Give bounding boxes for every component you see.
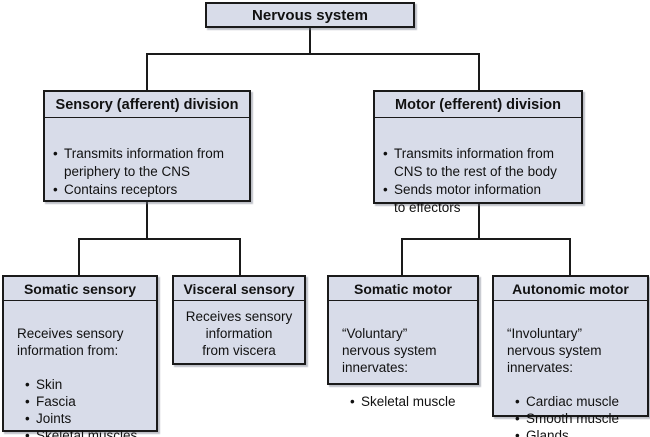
- node-title: Nervous system: [252, 6, 368, 24]
- bullet-item: Transmits information from CNS to the re…: [383, 145, 577, 181]
- connector-root-stub: [309, 28, 311, 53]
- node-intro: “Voluntary” nervous system innervates:: [342, 326, 437, 375]
- node-body: Receives sensory information from: SkinF…: [4, 301, 156, 437]
- bullet-list: Cardiac muscleSmooth muscleGlands: [515, 393, 644, 437]
- node-nervous-system: Nervous system: [205, 2, 415, 28]
- bullet-item: Transmits information from periphery to …: [53, 145, 245, 181]
- connector-sensory-stub: [146, 202, 148, 238]
- connector-somatic-sensory-drop: [78, 238, 80, 275]
- node-body: “Voluntary” nervous system innervates: S…: [329, 301, 477, 427]
- node-body: Transmits information from CNS to the re…: [375, 118, 581, 235]
- node-motor-division: Motor (efferent) division Transmits info…: [373, 90, 583, 215]
- node-autonomic-motor: Autonomic motor “Involuntary” nervous sy…: [492, 275, 649, 437]
- connector-sensory-drop: [146, 53, 148, 90]
- connector-sensory-horizontal: [78, 238, 241, 240]
- bullet-item: Cardiac muscle: [515, 393, 644, 410]
- node-visceral-sensory: Visceral sensory Receives sensory inform…: [172, 275, 306, 365]
- node-header: Autonomic motor: [494, 277, 647, 301]
- node-body: Receives sensory information from viscer…: [185, 309, 293, 358]
- bullet-item: Contains receptors: [53, 181, 245, 199]
- node-header: Visceral sensory: [174, 277, 304, 301]
- node-sensory-division: Sensory (afferent) division Transmits in…: [43, 90, 251, 202]
- bullet-list: Transmits information from CNS to the re…: [383, 145, 577, 217]
- node-somatic-sensory: Somatic sensory Receives sensory informa…: [2, 275, 158, 437]
- bullet-item: Skeletal muscles: [25, 427, 153, 437]
- node-header: Motor (efferent) division: [375, 92, 581, 118]
- bullet-item: Sends motor information to effectors: [383, 181, 577, 217]
- bullet-list: SkinFasciaJointsSkeletal musclesSpecial …: [25, 376, 153, 437]
- connector-level1-horizontal: [146, 53, 480, 55]
- node-header: Somatic motor: [329, 277, 477, 301]
- node-body: Transmits information from periphery to …: [45, 118, 249, 217]
- connector-motor-drop: [478, 53, 480, 90]
- node-intro: “Involuntary” nervous system innervates:: [507, 326, 602, 375]
- node-header: Somatic sensory: [4, 277, 156, 301]
- bullet-list: Skeletal muscle: [350, 393, 474, 410]
- bullet-item: Skeletal muscle: [350, 393, 474, 410]
- connector-autonomic-motor-drop: [569, 238, 571, 275]
- bullet-item: Fascia: [25, 393, 153, 410]
- node-header: Sensory (afferent) division: [45, 92, 249, 118]
- bullet-list: Transmits information from periphery to …: [53, 145, 245, 199]
- bullet-item: Smooth muscle: [515, 410, 644, 427]
- node-intro: Receives sensory information from:: [17, 326, 124, 358]
- node-somatic-motor: Somatic motor “Voluntary” nervous system…: [327, 275, 479, 410]
- bullet-item: Glands: [515, 427, 644, 437]
- node-body: “Involuntary” nervous system innervates:…: [494, 301, 647, 437]
- connector-visceral-sensory-drop: [239, 238, 241, 275]
- connector-motor-horizontal: [401, 238, 571, 240]
- connector-somatic-motor-drop: [401, 238, 403, 275]
- bullet-item: Skin: [25, 376, 153, 393]
- bullet-item: Joints: [25, 410, 153, 427]
- connector-motor-stub: [478, 204, 480, 238]
